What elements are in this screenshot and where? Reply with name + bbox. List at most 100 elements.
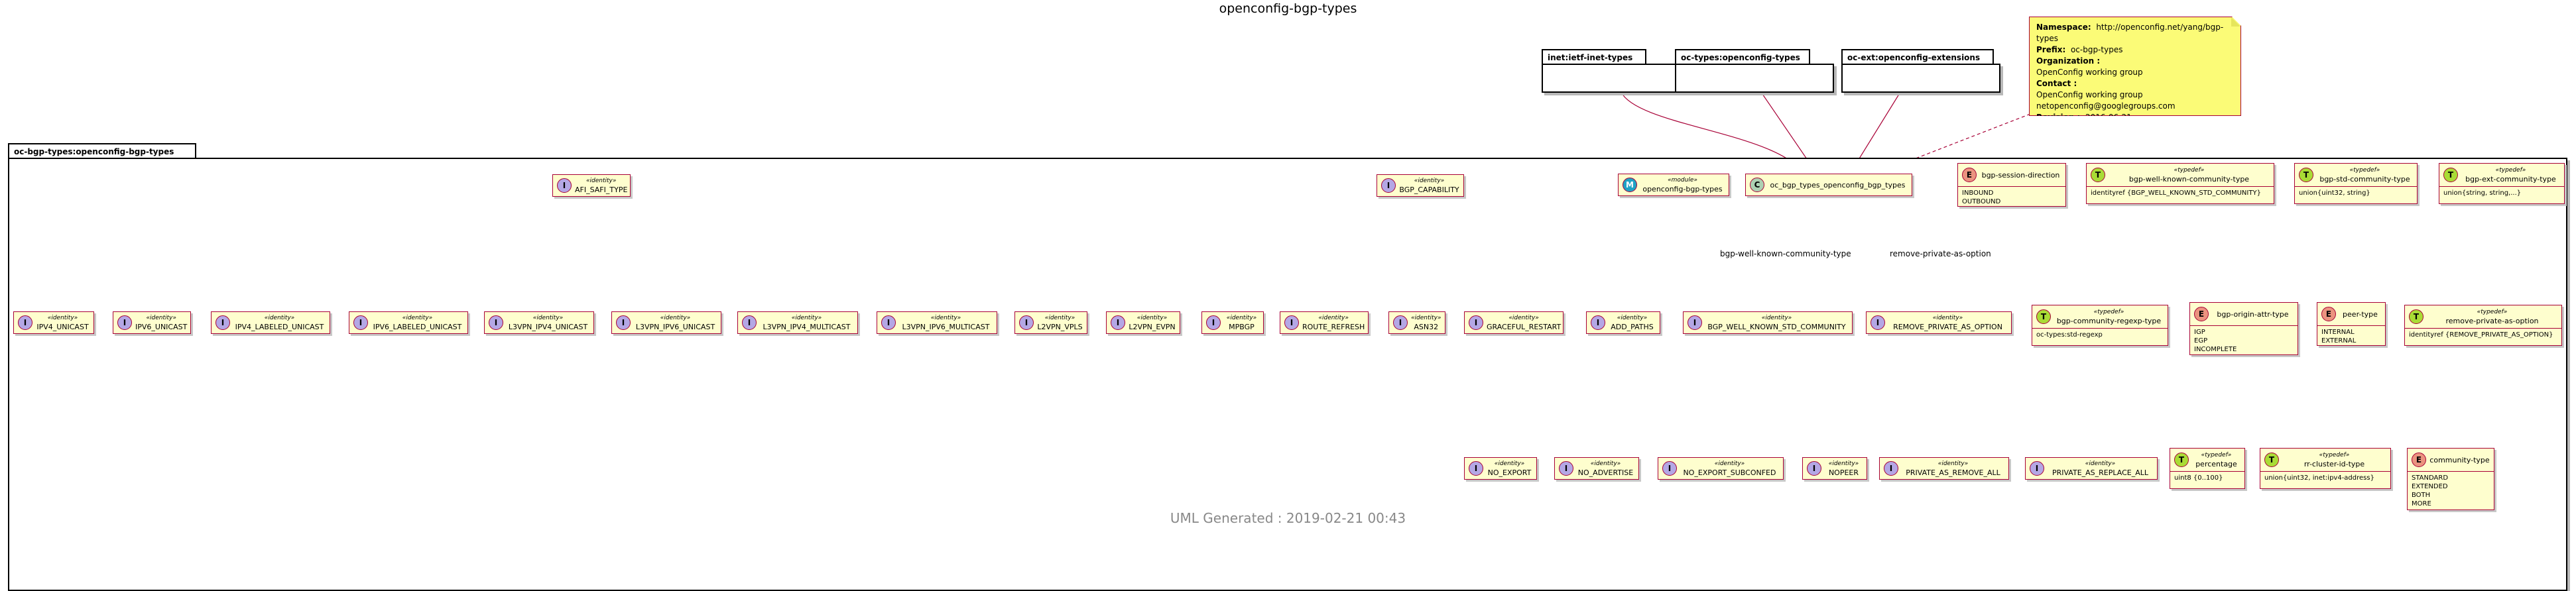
node-stereotype: «identity» (1508, 315, 1539, 321)
node-no-export: I«identity»NO_EXPORT (1464, 457, 1537, 480)
node-stereotype: «identity» (1494, 460, 1525, 467)
node-bgp-well-known-std-community: I«identity»BGP_WELL_KNOWN_STD_COMMUNITY (1683, 311, 1853, 334)
enum-icon: E (2194, 307, 2209, 321)
enum-icon: E (1962, 168, 1977, 182)
node-name: PRIVATE_AS_REPLACE_ALL (2052, 468, 2149, 477)
identity-icon: I (1591, 315, 1605, 330)
node-name: ASN32 (1414, 323, 1439, 331)
node-name: PRIVATE_AS_REMOVE_ALL (1906, 468, 2000, 477)
node-private-as-remove-all: I«identity»PRIVATE_AS_REMOVE_ALL (1879, 457, 2009, 480)
identity-icon: I (1807, 461, 1821, 476)
identity-icon: I (1019, 315, 1034, 330)
node-body-line: identityref {REMOVE_PRIVATE_AS_OPTION} (2409, 331, 2553, 339)
note-organization-label: Organization : (2036, 56, 2101, 66)
node-body-line: EGP (2194, 337, 2208, 345)
node-body-line: IGP (2194, 329, 2205, 336)
note-namespace: http://openconfig.net/yang/bgp-types (2036, 23, 2224, 43)
node-stereotype: «identity» (264, 315, 295, 321)
node-stereotype: «module» (1668, 177, 1697, 184)
node-name: NO_ADVERTISE (1577, 468, 1634, 477)
identity-icon: I (1393, 315, 1408, 330)
node-name: bgp-origin-attr-type (2217, 309, 2289, 319)
node-name: openconfig-bgp-types (1642, 185, 1723, 193)
identity-icon: I (353, 315, 368, 330)
node-stereotype: «identity» (660, 315, 691, 321)
identity-icon: I (1111, 315, 1125, 330)
typedef-icon: T (2036, 309, 2051, 324)
node-stereotype: «identity» (1714, 460, 1745, 467)
node-name: REMOVE_PRIVATE_AS_OPTION (1893, 323, 2002, 331)
node-name: NOPEER (1828, 468, 1859, 477)
node-stereotype: «typedef» (2477, 309, 2508, 315)
node-name: IPV6_LABELED_UNICAST (373, 323, 462, 331)
node-body-line: OUTBOUND (1962, 198, 2001, 205)
package-tab-oc-ext: oc-ext:openconfig-extensions (1841, 49, 1994, 65)
edge-label-well-known: bgp-well-known-community-type (1720, 249, 1851, 258)
node-name: L3VPN_IPV4_MULTICAST (763, 323, 851, 331)
node-name: peer-type (2343, 309, 2378, 319)
edge-label-remove-private: remove-private-as-option (1890, 249, 1991, 258)
package-frame (8, 158, 2567, 591)
note-contact-1: OpenConfig working group (2036, 90, 2143, 99)
node-l2vpn-vpls: I«identity»L2VPN_VPLS (1014, 311, 1087, 334)
enum-icon: E (2412, 453, 2426, 467)
node-name: ADD_PATHS (1611, 323, 1654, 331)
node-remove-private-as-option-identity: I «identity» REMOVE_PRIVATE_AS_OPTION (1866, 311, 2012, 334)
node-stereotype: «identity» (146, 315, 176, 321)
node-mpbgp: I«identity»MPBGP (1201, 311, 1264, 334)
module-icon: M (1623, 178, 1637, 192)
node-route-refresh: I«identity»ROUTE_REFRESH (1280, 311, 1369, 334)
identity-icon: I (117, 315, 132, 330)
node-stereotype: «typedef» (2349, 167, 2380, 174)
identity-icon: I (557, 178, 572, 193)
node-stereotype: «identity» (1937, 460, 1969, 467)
node-stereotype: «identity» (1932, 315, 1963, 321)
diagram-title: openconfig-bgp-types (1219, 1, 1357, 16)
identity-icon: I (1687, 315, 1702, 330)
identity-icon: I (215, 315, 230, 330)
node-stereotype: «identity» (1590, 460, 1621, 467)
node-body-line: union{uint32, inet:ipv4-address} (2264, 474, 2374, 482)
identity-icon: I (2030, 461, 2044, 476)
node-name: bgp-ext-community-type (2465, 175, 2556, 184)
module-info-note: Namespace: http://openconfig.net/yang/bg… (2029, 17, 2241, 116)
node-stereotype: «identity» (1761, 315, 1792, 321)
node-stereotype: «typedef» (2174, 167, 2205, 174)
node-name: bgp-std-community-type (2319, 175, 2410, 184)
node-name: AFI_SAFI_TYPE (575, 186, 628, 194)
node-bgp-capability: I«identity»BGP_CAPABILITY (1377, 174, 1464, 197)
node-body-line: MORE (2412, 500, 2431, 508)
node-stereotype: «identity» (930, 315, 961, 321)
package-tab-inet: inet:ietf-inet-types (1542, 49, 1646, 65)
node-l3vpn-ipv4-unicast: I«identity»L3VPN_IPV4_UNICAST (484, 311, 594, 334)
node-body-line: union{string, string,...} (2443, 189, 2522, 197)
node-stereotype: «identity» (47, 315, 78, 321)
node-l2vpn-evpn: I «identity» L2VPN_EVPN (1106, 311, 1180, 334)
package-inet (1542, 64, 1701, 93)
footer-generated: UML Generated : 2019-02-21 00:43 (1170, 510, 1406, 526)
node-name: L2VPN_VPLS (1037, 323, 1083, 331)
node-l3vpn-ipv4-multicast: I«identity»L3VPN_IPV4_MULTICAST (737, 311, 858, 334)
identity-icon: I (742, 315, 757, 330)
node-stereotype: «typedef» (2319, 452, 2350, 458)
node-name: L2VPN_EVPN (1129, 323, 1176, 331)
identity-icon: I (1871, 315, 1885, 330)
node-stereotype: «identity» (532, 315, 564, 321)
node-name: MPBGP (1229, 323, 1255, 331)
node-name: L3VPN_IPV4_UNICAST (508, 323, 588, 331)
node-stereotype: «identity» (1136, 315, 1168, 321)
node-l3vpn-ipv6-unicast: I«identity»L3VPN_IPV6_UNICAST (611, 311, 721, 334)
node-name: GRACEFUL_RESTART (1487, 323, 1562, 331)
node-no-advertise: I«identity»NO_ADVERTISE (1554, 457, 1639, 480)
node-body-line: EXTERNAL (2321, 337, 2357, 345)
